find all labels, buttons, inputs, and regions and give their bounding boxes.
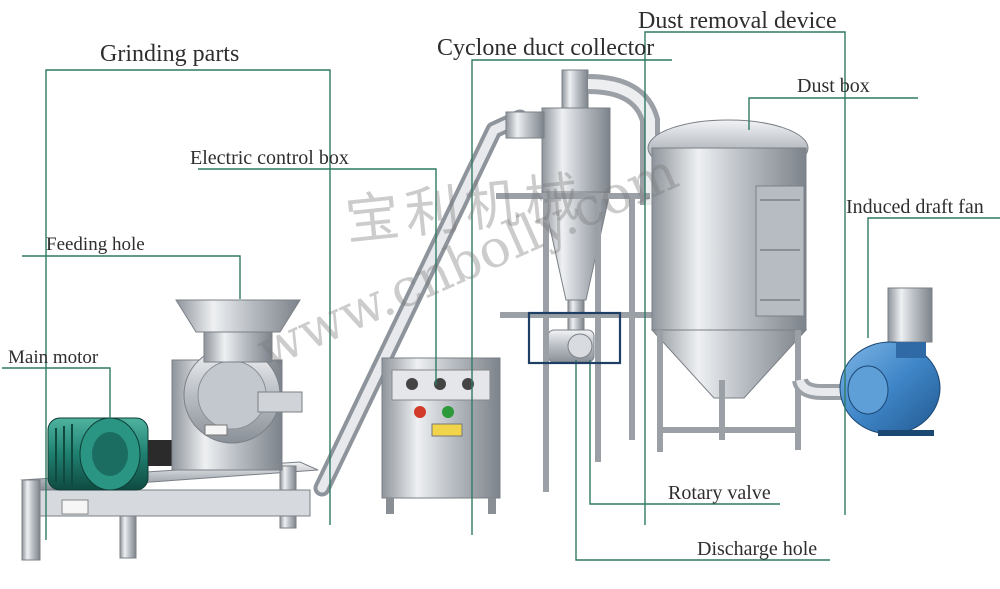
dust-removal-tank [647,119,809,452]
main-motor-leader [2,367,111,418]
grinding-parts-leader [45,69,331,540]
cyclone-leader [471,59,672,535]
grinder-body [171,299,303,471]
discharge-hole-leader [575,360,830,561]
label-grinding-parts: Grinding parts [100,41,240,67]
feeding-hole-leader [22,255,241,299]
electric-control-box [381,357,501,514]
cyclone-collector [496,69,660,492]
label-feeding-hole: Feeding hole [46,234,145,255]
label-cyclone-duct-collector: Cyclone duct collector [437,35,655,61]
rotary-valve-highlight [527,311,622,365]
fan-leader [867,217,1000,338]
rotary-valve-leader [589,360,780,505]
label-main-motor: Main motor [8,347,99,368]
leader-lines [2,31,1000,561]
label-induced-draft-fan: Induced draft fan [846,196,984,218]
dust-box-leader [748,97,918,130]
label-rotary-valve: Rotary valve [668,482,771,504]
label-dust-box: Dust box [797,75,870,97]
label-discharge-hole: Discharge hole [697,538,818,560]
induced-draft-fan [792,287,941,436]
control-box-leader [198,168,437,385]
dust-removal-leader [644,31,846,525]
main-motor [47,417,178,491]
label-electric-control-box: Electric control box [190,147,349,169]
label-dust-removal-device: Dust removal device [638,8,837,34]
